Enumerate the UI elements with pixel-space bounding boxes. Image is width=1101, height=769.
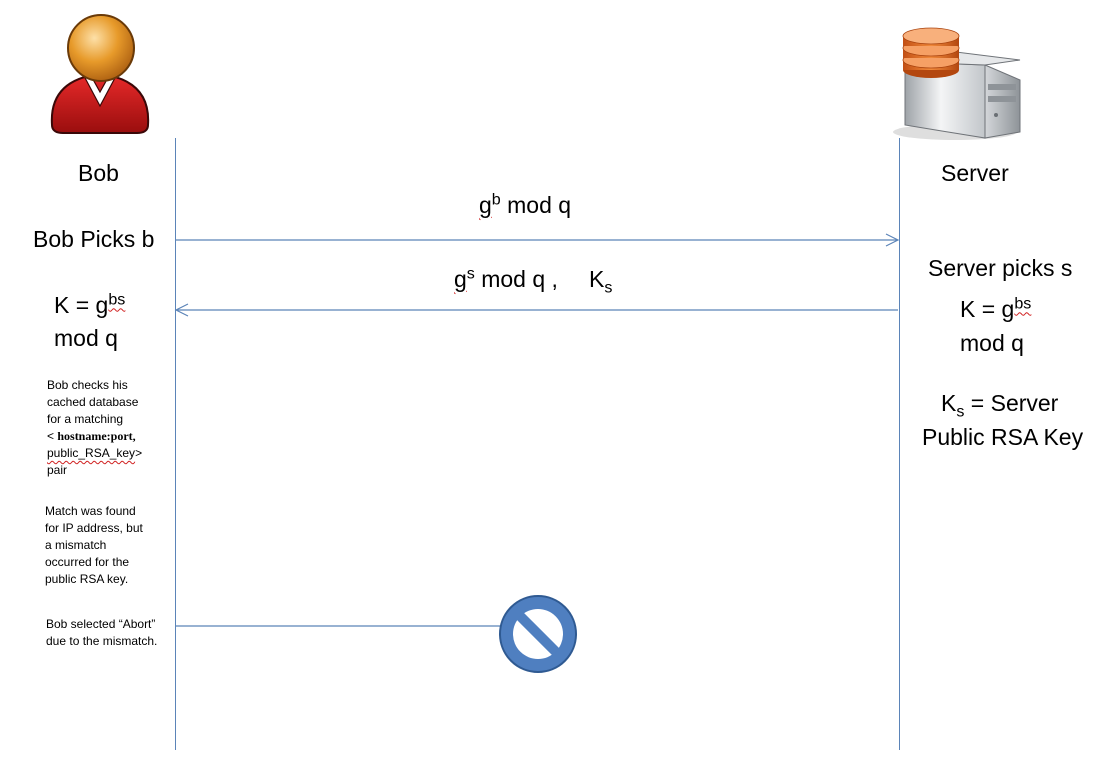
note-line: Bob checks his bbox=[47, 378, 128, 392]
message-2-key-sub: s bbox=[604, 278, 613, 297]
database-disks bbox=[902, 27, 960, 78]
message-1-label: gb mod q bbox=[479, 190, 572, 220]
message-2-key-base: K bbox=[589, 266, 605, 292]
note-line: cached database bbox=[47, 395, 139, 409]
message-arrow-to-server bbox=[176, 233, 900, 247]
server-lifeline bbox=[899, 138, 900, 750]
server-ks-definition: Ks = Server bbox=[941, 390, 1059, 421]
message-1-rest: mod q bbox=[500, 192, 572, 218]
note-public-rsa-key: public_RSA_key bbox=[47, 446, 136, 460]
bob-key-prefix: K = g bbox=[54, 292, 109, 318]
server-ks-base: K bbox=[941, 390, 957, 416]
note-open-bracket: < bbox=[47, 429, 58, 443]
server-key-suffix: mod q bbox=[960, 330, 1024, 356]
note-line: Bob selected “Abort” bbox=[46, 617, 156, 631]
message-arrow-to-bob bbox=[174, 303, 898, 317]
note-line: Match was found bbox=[45, 504, 136, 518]
server-ks-rest: = Server bbox=[964, 390, 1059, 416]
message-2-base: g bbox=[454, 266, 467, 292]
note-line: for a matching bbox=[47, 412, 124, 426]
message-1-base: g bbox=[479, 192, 492, 218]
message-1-exponent: b bbox=[491, 190, 501, 209]
note-line: public RSA key. bbox=[45, 572, 129, 586]
note-hostname-port: hostname:port, bbox=[57, 429, 136, 443]
bob-key-suffix: mod q bbox=[54, 325, 118, 351]
bob-note-mismatch: Match was found for IP address, but a mi… bbox=[45, 503, 143, 588]
note-line: due to the mismatch. bbox=[46, 634, 158, 648]
note-line: pair bbox=[47, 463, 68, 477]
server-key-formula: K = gbs bbox=[960, 294, 1032, 324]
server-ks-line2: Public RSA Key bbox=[922, 424, 1084, 450]
message-2-key: Ks bbox=[589, 266, 613, 297]
bob-lifeline bbox=[175, 138, 176, 750]
bob-key-exponent: bs bbox=[108, 290, 126, 309]
server-picks-label: Server picks s bbox=[928, 255, 1073, 281]
bob-note-abort: Bob selected “Abort” due to the mismatch… bbox=[46, 616, 157, 650]
prohibited-icon bbox=[499, 595, 577, 673]
server-name: Server bbox=[941, 160, 1009, 186]
server-key-prefix: K = g bbox=[960, 296, 1015, 322]
note-line: for IP address, but bbox=[45, 521, 143, 535]
bob-picks-label: Bob Picks b bbox=[33, 226, 155, 252]
server-key-exponent: bs bbox=[1014, 294, 1032, 313]
user-avatar-icon bbox=[50, 14, 150, 134]
note-line: a mismatch bbox=[45, 538, 107, 552]
note-line: public_RSA_key> bbox=[47, 445, 142, 462]
server-database-icon bbox=[893, 27, 1021, 140]
message-2-exponent: s bbox=[466, 264, 475, 283]
note-line: occurred for the bbox=[45, 555, 130, 569]
bob-note-cache-check: Bob checks his cached database for a mat… bbox=[47, 377, 142, 479]
message-2-rest: mod q , bbox=[474, 266, 558, 292]
bob-key-formula: K = gbs bbox=[54, 290, 126, 320]
server-ks-sub: s bbox=[956, 402, 965, 421]
note-line: < hostname:port, bbox=[47, 428, 142, 445]
note-close-bracket: > bbox=[135, 446, 143, 460]
bob-name: Bob bbox=[78, 160, 119, 186]
message-2-label: gs mod q , bbox=[454, 264, 558, 294]
